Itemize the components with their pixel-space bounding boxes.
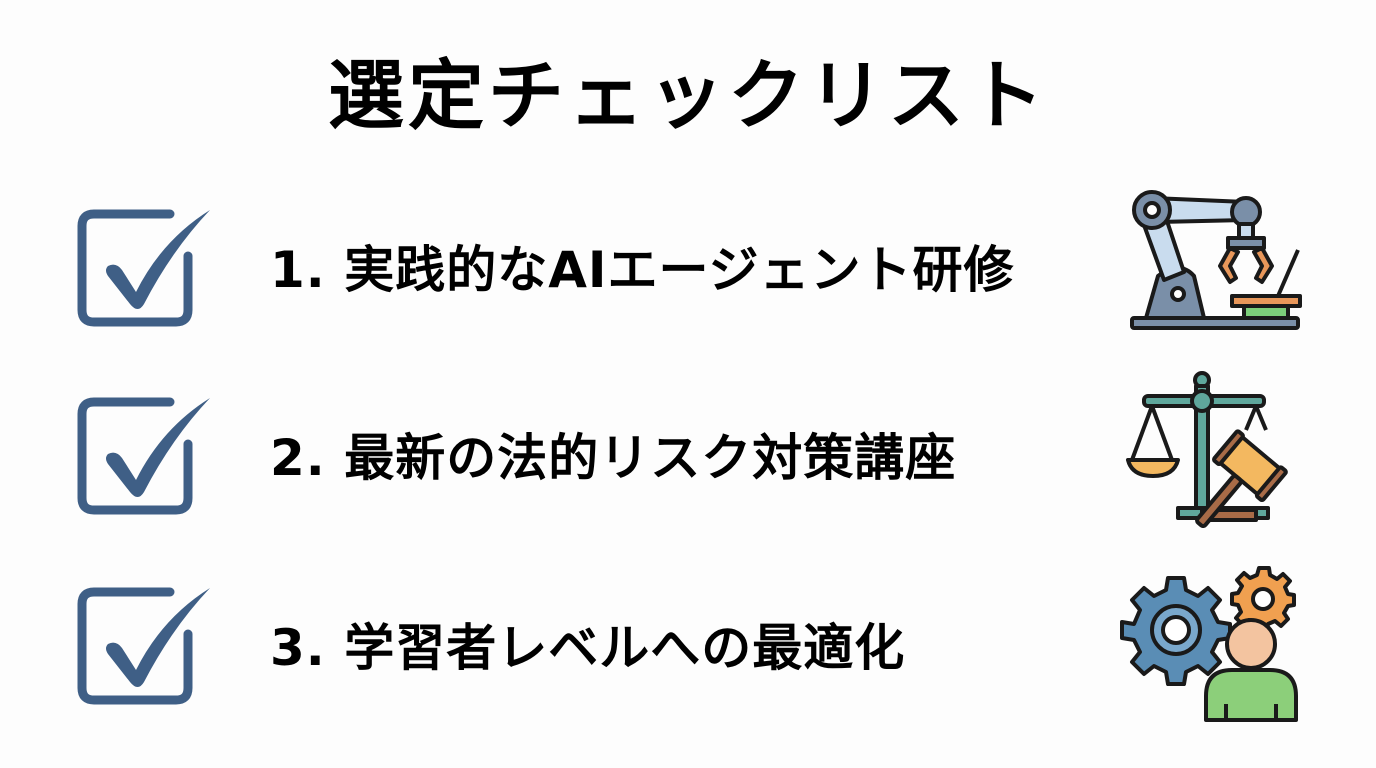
checklist-item: 2. 最新の法的リスク対策講座	[0, 371, 1376, 528]
checklist-item-label: 3. 学習者レベルへの最適化	[270, 619, 906, 677]
checklist-item: 3. 学習者レベルへの最適化	[0, 566, 1376, 722]
checklist-item: 1. 実践的なAIエージェント研修	[0, 190, 1376, 340]
checkbox-checked-icon	[72, 578, 217, 713]
checkbox-checked-icon	[72, 200, 217, 335]
checklist-item-label: 2. 最新の法的リスク対策講座	[270, 429, 957, 487]
gears-person-icon	[1118, 558, 1308, 722]
checkbox-checked-icon	[72, 388, 217, 523]
checklist-item-label: 1. 実践的なAIエージェント研修	[270, 241, 1015, 299]
robot-arm-icon	[1118, 180, 1308, 340]
scales-gavel-icon	[1118, 368, 1308, 528]
page-title: 選定チェックリスト	[328, 51, 1048, 140]
